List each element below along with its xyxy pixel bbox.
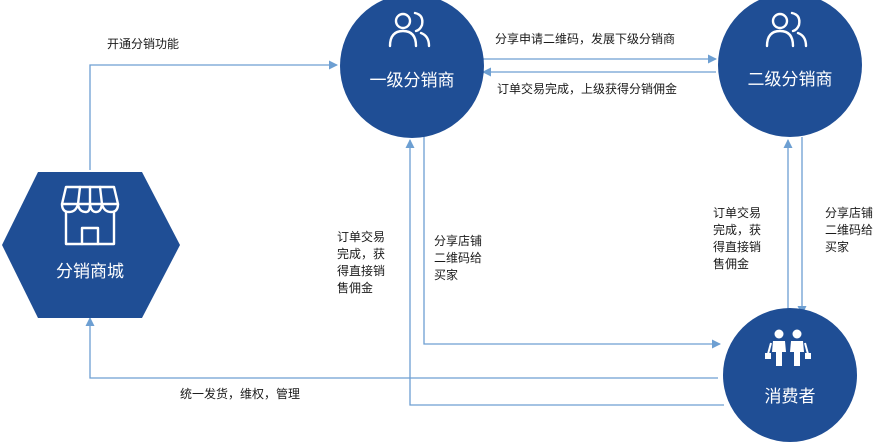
edge-label-line: 得直接销 — [713, 239, 761, 254]
mall-label: 分销商城 — [56, 262, 124, 282]
edge-label-line: 分享店铺 — [825, 205, 873, 220]
consumer-label: 消费者 — [765, 387, 816, 407]
level2-label: 二级分销商 — [748, 70, 833, 90]
node-level1: 一级分销商 — [340, 0, 484, 138]
edge-label-level2-to-consumer: 分享店铺二维码给买家 — [825, 205, 873, 254]
edge-label-level1-to-level2: 分享申请二维码，发展下级分销商 — [495, 31, 675, 46]
edge-label-line: 订单交易完成，上级获得分销佣金 — [497, 81, 677, 96]
shoppers-icon — [765, 329, 811, 366]
edge-label-consumer-to-mall: 统一发货，维权，管理 — [180, 386, 300, 401]
edge-label-line: 买家 — [434, 267, 458, 282]
node-level2: 二级分销商 — [718, 0, 862, 137]
edge-label-line: 售佣金 — [713, 256, 749, 271]
edge-label-line: 二维码给 — [434, 251, 482, 265]
node-consumer: 消费者 — [723, 308, 857, 442]
users-icon — [765, 11, 808, 48]
edge-label-line: 分享申请二维码，发展下级分销商 — [495, 31, 675, 46]
edge-label-consumer-to-level2: 订单交易完成，获得直接销售佣金 — [713, 205, 761, 271]
edge-label-line: 完成，获 — [713, 222, 761, 237]
edge-label-mall-to-level1: 开通分销功能 — [107, 37, 179, 51]
edge-mall-to-level1 — [89, 60, 338, 170]
edge-label-line: 完成，获 — [337, 246, 385, 261]
edge-label-consumer-to-level1: 订单交易完成，获得直接销售佣金 — [337, 229, 385, 295]
level1-label: 一级分销商 — [370, 71, 455, 91]
edge-label-line: 售佣金 — [337, 280, 373, 295]
edge-consumer-to-mall — [85, 317, 718, 379]
edge-label-line: 订单交易 — [337, 229, 385, 244]
edge-label-line: 二维码给 — [825, 223, 873, 237]
edge-label-line: 统一发货，维权，管理 — [180, 386, 300, 401]
storefront-icon — [60, 185, 120, 246]
users-icon — [388, 11, 431, 48]
consumer-circle — [723, 308, 857, 442]
edge-label-line: 买家 — [825, 239, 849, 254]
edge-label-line: 分享店铺 — [434, 233, 482, 248]
edge-consumer-to-level1 — [405, 139, 724, 406]
level2-circle — [718, 0, 862, 137]
edge-label-line: 得直接销 — [337, 263, 385, 278]
edge-label-level2-to-level1: 订单交易完成，上级获得分销佣金 — [497, 81, 677, 96]
node-mall: 分销商城 — [2, 172, 180, 318]
level1-circle — [340, 0, 484, 138]
edge-label-line: 开通分销功能 — [107, 37, 179, 51]
edge-label-level1-to-consumer: 分享店铺二维码给买家 — [434, 233, 482, 282]
edge-level1-to-consumer — [423, 126, 721, 349]
edge-label-line: 订单交易 — [713, 205, 761, 220]
